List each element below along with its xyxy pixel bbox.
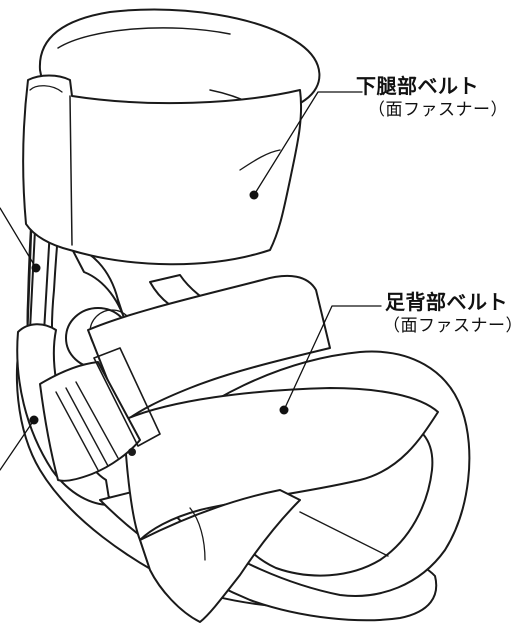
leader-dot-strut [31,263,41,273]
lower-leg-belt [22,74,303,266]
leader-heel [0,419,35,471]
leader-dorsum [283,305,382,411]
dorsum-belt [87,274,331,423]
leader-dot-lower-leg [249,190,259,200]
leader-strut [0,207,37,269]
callout-lower-leg-belt-subtitle: （面ファスナー） [368,100,508,119]
callout-lower-leg-belt-title: 下腿部ベルト [356,76,479,98]
belt-buckle [39,361,141,482]
leader-lower-leg [253,91,363,196]
leader-dot-heel [29,415,39,425]
leader-dot-dorsum [279,405,289,415]
buckle-ring [93,347,161,447]
callout-dorsum-belt-title: 足背部ベルト [385,292,508,314]
callout-dorsum-belt-subtitle: （面ファスナー） [383,316,523,335]
dorsum-belt-lower [139,489,301,623]
callout-lower-leg-belt: 下腿部ベルト （面ファスナー） [356,75,508,121]
callout-dorsum-belt: 足背部ベルト （面ファスナー） [383,291,523,337]
